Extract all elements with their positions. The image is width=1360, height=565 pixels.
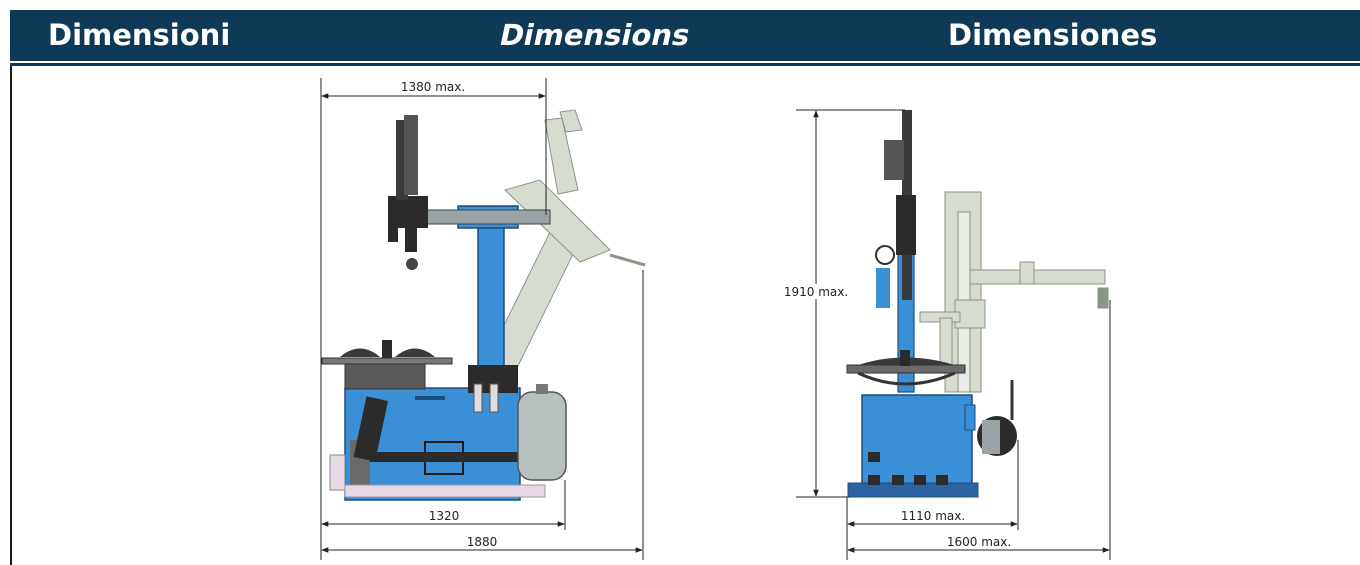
bead-breaker-arm [353, 396, 388, 462]
dim-height: 1910 max. [784, 285, 848, 299]
title-bar [10, 10, 1360, 61]
header-divider [10, 63, 1360, 66]
horizontal-arm [409, 209, 551, 225]
air-tank [517, 391, 567, 481]
turntable [321, 357, 453, 365]
front-view-machine [846, 110, 1109, 498]
dim-total-width: 1600 max. [947, 535, 1011, 549]
column [477, 211, 505, 373]
bead-breaker-rod [370, 452, 520, 462]
dim-top-width: 1380 max. [401, 80, 465, 94]
front-base [861, 394, 973, 488]
pressure-gauge [875, 245, 895, 265]
base-plate [344, 484, 546, 498]
tilted-arm-ghost [481, 109, 646, 373]
frame-left-border [10, 66, 12, 565]
extended-arm-ghost [919, 191, 1109, 393]
front-turntable [846, 364, 966, 374]
side-view-machine [321, 109, 646, 501]
tool-head [388, 196, 428, 228]
dim-total-depth: 1880 [467, 535, 498, 549]
title-italian: Dimensioni [48, 18, 231, 52]
front-view-dimensions [796, 109, 1111, 560]
title-spanish: Dimensiones [948, 18, 1158, 52]
dim-base-width: 1110 max. [901, 509, 965, 523]
side-view-dimensions [320, 78, 644, 560]
dim-base-depth: 1320 [429, 509, 460, 523]
